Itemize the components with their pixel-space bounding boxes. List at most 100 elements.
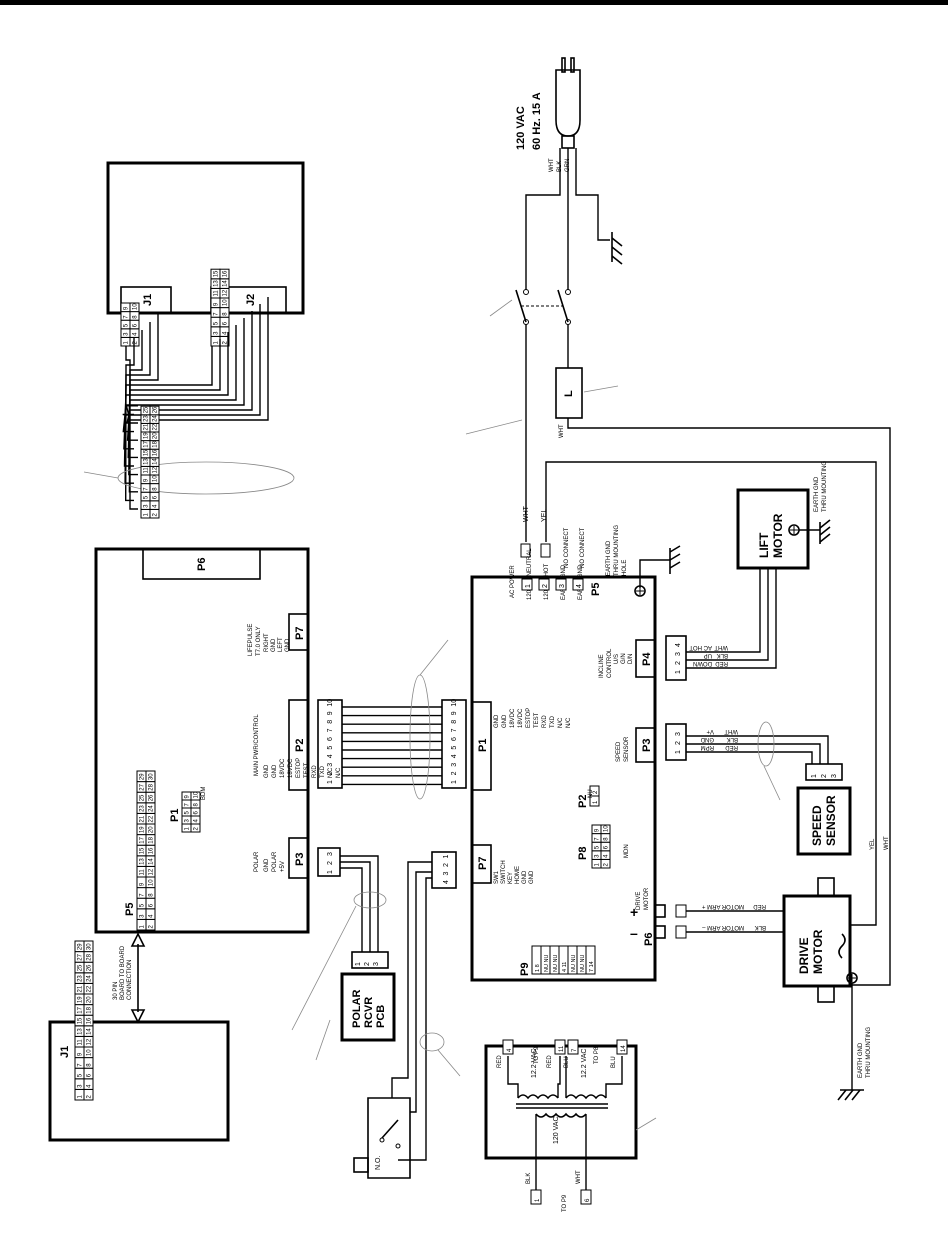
top-j1-header bbox=[120, 286, 172, 314]
controller-p1-pin: TEST bbox=[534, 712, 540, 728]
bottom-j1-pin: 22 bbox=[86, 985, 92, 992]
bottom-j1-pin: 4 bbox=[86, 1084, 92, 1088]
console-p3-pin: GND bbox=[264, 858, 270, 872]
xfmr-bottom-plug bbox=[530, 1189, 542, 1205]
controller-p2-note: NU bbox=[588, 789, 594, 798]
p5-plug-yel bbox=[540, 543, 551, 558]
polar-connector: 123 bbox=[317, 847, 341, 877]
controller-p8-pin: 6 bbox=[603, 845, 609, 849]
controller-p2-pin: 2 bbox=[593, 790, 599, 794]
key-switch-contact bbox=[379, 1119, 401, 1149]
controller-p1-pin: 18VDC bbox=[518, 708, 524, 728]
harness-wire bbox=[126, 325, 237, 441]
p6-header-pin: 11 bbox=[143, 467, 149, 474]
lift-ground-2: THRU MOUNTING bbox=[822, 461, 828, 512]
p6-plus: + bbox=[630, 904, 638, 920]
key-plug-pin: 3 bbox=[443, 872, 450, 876]
controller-p6-label: P6 bbox=[643, 933, 655, 946]
filter-label: L bbox=[563, 390, 575, 397]
bottom-j1-pin: 13 bbox=[77, 1028, 83, 1035]
bottom-j1-pin: 2 bbox=[86, 1095, 92, 1099]
console-p1-note: BDM bbox=[201, 787, 207, 800]
key-switch-label: N.O. bbox=[375, 1156, 382, 1170]
speed-plug-pin: 3 bbox=[675, 732, 682, 736]
p3-title-1: SPEED bbox=[616, 741, 622, 762]
drive-ground-2: THRU MOUNTING bbox=[866, 1027, 872, 1078]
xfmr-top-wire: RED bbox=[547, 1055, 553, 1068]
console-p5-pin: 18 bbox=[148, 836, 154, 843]
console-p1-label: P1 bbox=[169, 809, 181, 822]
bottom-j1-pin: 19 bbox=[77, 996, 83, 1003]
filter-box bbox=[555, 367, 583, 419]
ribbon-pin: 5 bbox=[451, 746, 458, 750]
p6-title-1: DRIVE bbox=[636, 892, 642, 910]
top-j2-pin: 1 bbox=[213, 341, 219, 345]
polar-plug-pin: 3 bbox=[327, 852, 334, 856]
bottom-j1-pin: 28 bbox=[86, 953, 92, 960]
p5-yel-label: YEL bbox=[541, 509, 548, 522]
top-j2-pin: 2 bbox=[222, 341, 228, 345]
p6-header-pin: 8 bbox=[152, 487, 158, 491]
console-p5-pin: 5 bbox=[139, 903, 145, 907]
drive-motor-line2: MOTOR bbox=[811, 929, 825, 974]
wire-xfmr-4 bbox=[605, 1056, 623, 1098]
controller-p5-label: P5 bbox=[590, 583, 602, 596]
key-switch-tab bbox=[353, 1157, 369, 1173]
controller-p3-box bbox=[635, 727, 656, 763]
top-j2-pin: 9 bbox=[213, 302, 219, 306]
controller-p2-pins: 12 bbox=[589, 785, 600, 807]
wire-speed-1 bbox=[686, 735, 829, 764]
wire-p5-ground bbox=[639, 559, 670, 588]
console-p5-pin: 27 bbox=[139, 783, 145, 790]
controller-p8-pin: 7 bbox=[594, 837, 600, 841]
controller-p9-row: NU NU bbox=[571, 955, 577, 972]
top-j2-pin: 4 bbox=[222, 331, 228, 335]
wire-harness bbox=[122, 297, 269, 510]
bottom-board bbox=[48, 1020, 230, 1142]
controller-p8-pin: 4 bbox=[603, 854, 609, 858]
speed-wire-color: BLK bbox=[727, 736, 738, 742]
xfmr-top-pin: 4 bbox=[507, 1048, 513, 1052]
controller-p2-pin: 1 bbox=[593, 800, 599, 804]
polar-rcvr-line2: RCVR bbox=[363, 997, 375, 1028]
console-p5-pin: 9 bbox=[139, 882, 145, 886]
console-p2-box bbox=[288, 699, 309, 791]
controller-p9-label: P9 bbox=[519, 963, 531, 976]
polar-rcvr-line1: POLAR bbox=[351, 989, 363, 1028]
key-plug bbox=[431, 851, 457, 889]
controller-p5-pin: 4 bbox=[576, 584, 583, 588]
console-p5-pin: 30 bbox=[148, 773, 154, 780]
controller-p7-line: KEY bbox=[508, 872, 514, 884]
console-p1-pin: 2 bbox=[193, 827, 199, 831]
console-p5-grid: 1357911131517192123252729246810121416182… bbox=[136, 770, 156, 931]
xfmr-bottom-pin: 1 bbox=[535, 1198, 541, 1202]
drive-wire-color: RED bbox=[753, 903, 766, 909]
polar-plug-pin: 2 bbox=[327, 861, 334, 865]
controller-p1-box bbox=[471, 701, 492, 791]
console-p2-pin: RXD bbox=[312, 765, 318, 778]
console-p1-pin: 7 bbox=[184, 803, 190, 807]
controller-p7-box bbox=[471, 844, 492, 884]
top-j1-pin: 1 bbox=[123, 341, 129, 345]
bottom-j1-pin: 8 bbox=[86, 1063, 92, 1067]
board-link-line1: 30 PIN bbox=[113, 982, 119, 1000]
p7-title-2: T7.0 ONLY bbox=[256, 626, 262, 656]
speed-plug-pin: 1 bbox=[675, 750, 682, 754]
p5-wht-label: WHT bbox=[523, 505, 530, 522]
p6-header-pin: 21 bbox=[143, 423, 149, 430]
transformer-secondary-left: 12.2 VAC bbox=[531, 1049, 538, 1078]
controller-p5-pin-cell bbox=[555, 578, 567, 591]
p4-title-2: CONTROL bbox=[607, 648, 613, 678]
drive-ground-1: EARTH GND bbox=[858, 1042, 864, 1078]
console-p5-pin: 4 bbox=[148, 914, 154, 918]
p5-gnd-line2: THRU MOUNTING bbox=[614, 525, 620, 576]
p3-title-2: SENSOR bbox=[624, 736, 630, 762]
controller-p9-row: NU NU bbox=[580, 955, 586, 972]
top-j2-pin: 8 bbox=[222, 312, 228, 316]
incline-pin: 3 bbox=[675, 652, 682, 656]
p5-gnd-line1: EARTH GND bbox=[606, 540, 612, 576]
p6-header-strip: 1357911131517192123252468101214161820222… bbox=[140, 405, 160, 519]
incline-pin: 2 bbox=[675, 661, 682, 665]
p6-header-pin: 17 bbox=[143, 440, 149, 447]
